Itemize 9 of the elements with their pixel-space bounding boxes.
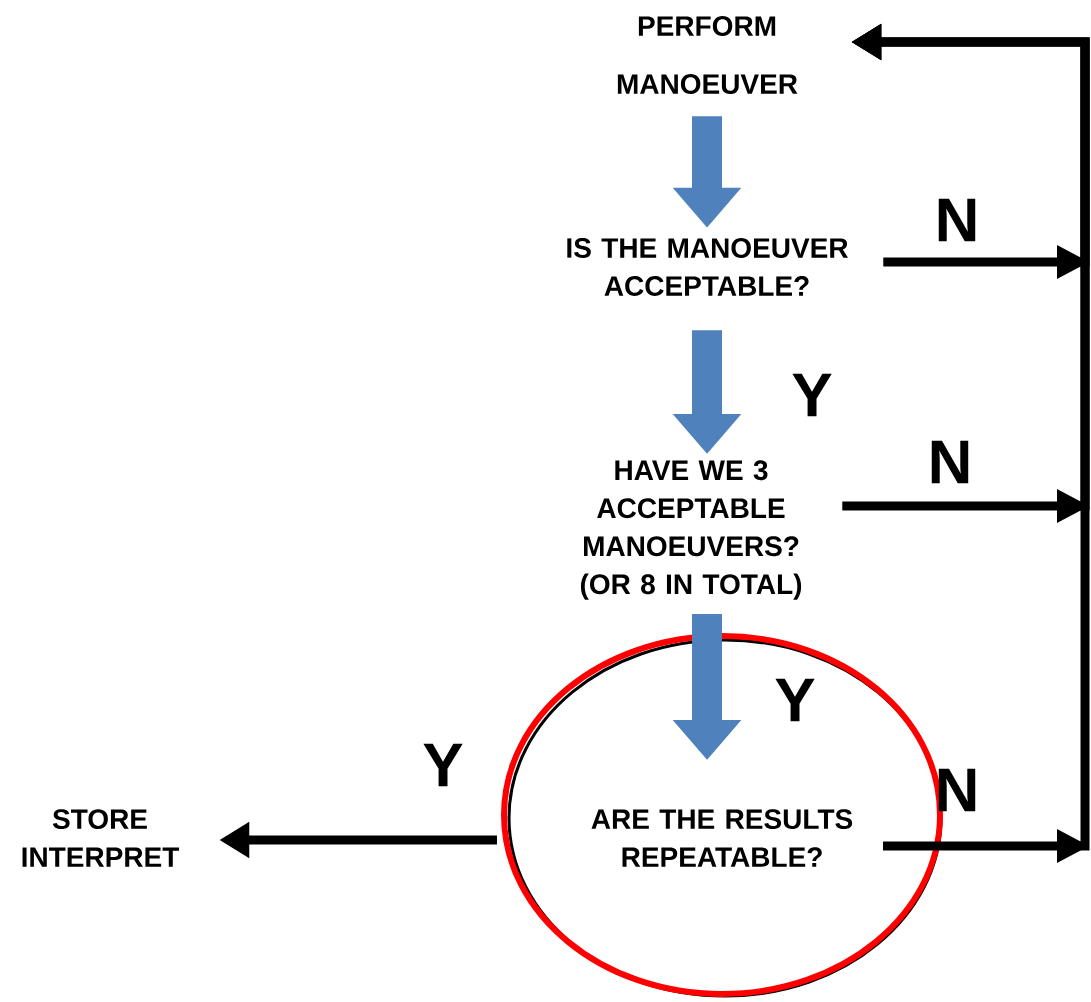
step-text: PERFORM MANOEUVER bbox=[617, 16, 798, 94]
edge-label: Y bbox=[775, 678, 815, 722]
edge-label: N bbox=[938, 198, 976, 242]
step-text: STORE INTERPRET bbox=[22, 809, 180, 867]
edge-label: Y bbox=[792, 373, 832, 417]
step-text: IS THE MANOEUVER ACCEPTABLE? bbox=[567, 238, 848, 296]
edge-label: N bbox=[931, 440, 969, 484]
edge-label: Y bbox=[423, 743, 463, 787]
step-text: HAVE WE 3 ACCEPTABLE MANOEUVERS? (OR 8 IN TOTAL) bbox=[580, 460, 802, 600]
